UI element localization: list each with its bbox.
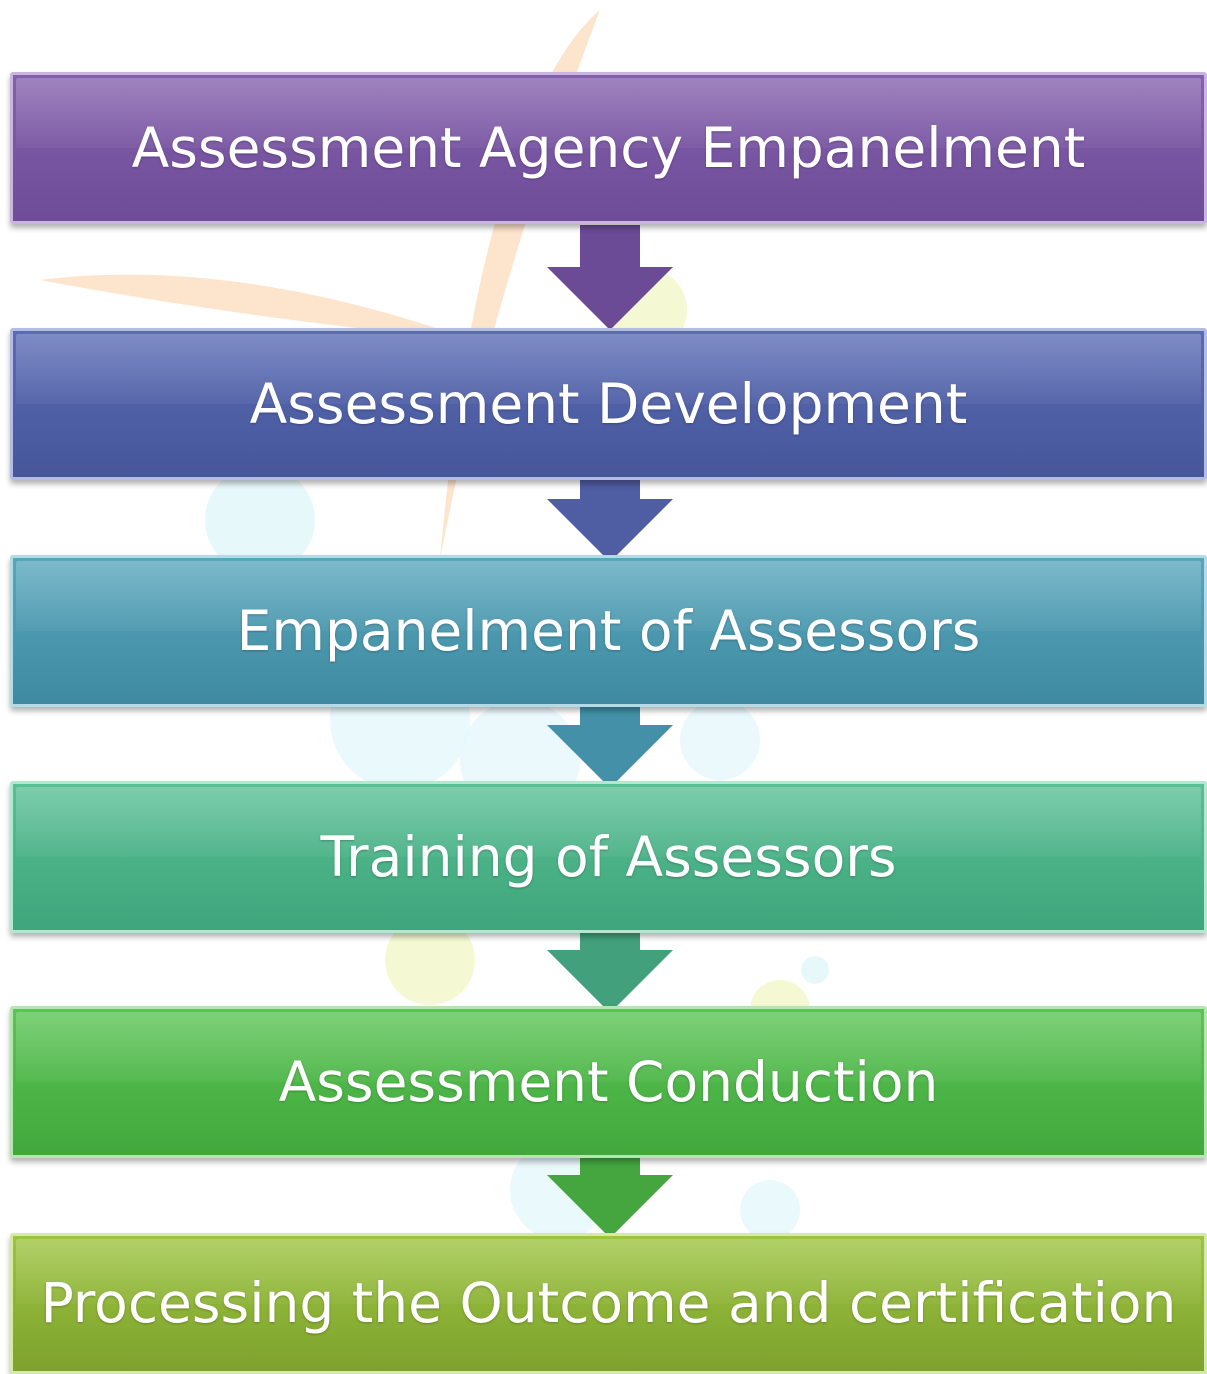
step-assessment-development: Assessment Development — [10, 328, 1207, 480]
flow-arrow-1 — [547, 225, 673, 330]
step-label: Processing the Outcome and certification — [40, 1271, 1177, 1335]
step-label: Training of Assessors — [320, 824, 897, 889]
flow-arrow-3 — [547, 683, 673, 788]
step-label: Empanelment of Assessors — [236, 598, 981, 663]
step-label: Assessment Conduction — [278, 1049, 939, 1114]
step-label: Assessment Agency Empanelment — [131, 115, 1086, 180]
flow-arrow-2 — [547, 457, 673, 562]
step-label: Assessment Development — [249, 371, 968, 436]
step-assessment-conduction: Assessment Conduction — [10, 1006, 1207, 1158]
step-training-of-assessors: Training of Assessors — [10, 781, 1207, 933]
flow-arrow-5 — [547, 1133, 673, 1238]
step-processing-outcome-certification: Processing the Outcome and certification — [10, 1233, 1207, 1374]
step-empanelment-of-assessors: Empanelment of Assessors — [10, 555, 1207, 707]
flow-arrow-4 — [547, 908, 673, 1013]
step-assessment-agency-empanelment: Assessment Agency Empanelment — [10, 72, 1207, 224]
